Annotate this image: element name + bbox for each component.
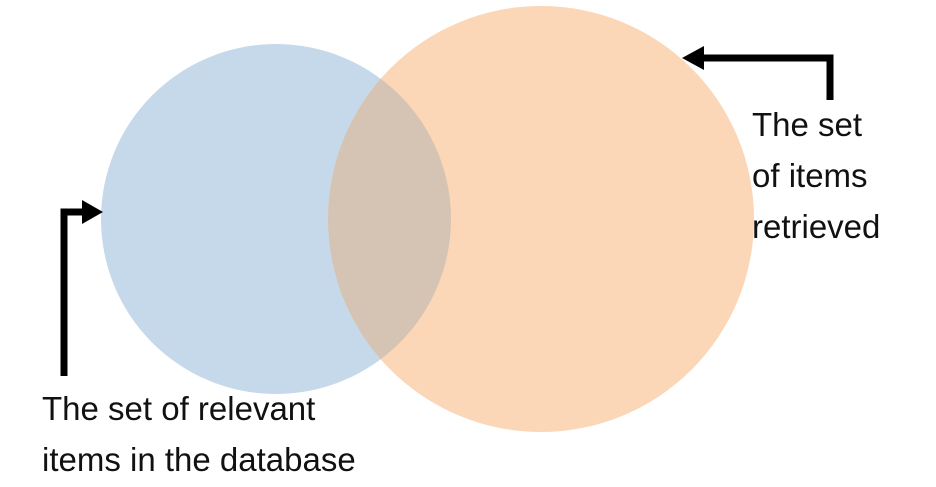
retrieved-items-circle [328,6,754,432]
overlap-region [328,44,451,394]
label-line: items in the database [42,441,356,478]
retrieved-set-label: The set of items retrieved [752,99,880,252]
label-line: The set [752,106,863,143]
label-line: retrieved [752,208,881,245]
relevant-set-label: The set of relevant items in the databas… [42,383,356,485]
label-line: The set of relevant [42,390,316,427]
retrieved-arrow [682,46,834,100]
label-line: of items [752,157,868,194]
relevant-arrow [60,200,103,376]
